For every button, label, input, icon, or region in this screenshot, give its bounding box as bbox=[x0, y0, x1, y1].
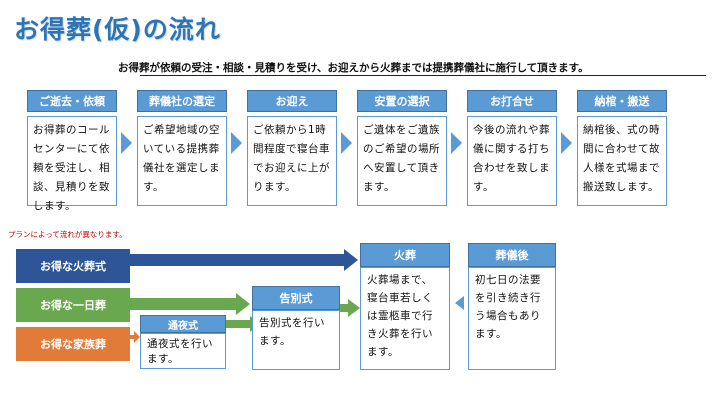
step-6-body: 納棺後、式の時間に合わせて故人様を式場まで搬送致します。 bbox=[577, 116, 667, 206]
after-body: 初七日の法要を引き続き行う場合もあります。 bbox=[468, 267, 556, 370]
step-5-header: お打合せ bbox=[467, 90, 557, 112]
to-cremation-from-farewell bbox=[340, 299, 360, 317]
step-3-body: ご依頼から1時間程度で寝台車でお迎えに上がります。 bbox=[247, 116, 337, 206]
step-4-header: 安置の選択 bbox=[357, 90, 447, 112]
flow-arrow-1 bbox=[121, 132, 132, 154]
plan-family: お得な家族葬 bbox=[16, 327, 130, 361]
cremation-body: 火葬場まで、寝台車若しくは霊柩車で行き火葬を行います。 bbox=[360, 267, 450, 370]
wake-pointer bbox=[134, 331, 140, 343]
step-5-body: 今後の流れや葬儀に関する打ち合わせを致します。 bbox=[467, 116, 557, 206]
farewell-body: 告別式を行います。 bbox=[252, 310, 340, 370]
family-plan-arrow-stub bbox=[130, 335, 134, 339]
plan-note: プランによって流れが異なります。 bbox=[8, 230, 127, 239]
step-1-body: お得葬のコールセンターにて依頼を受注し、相談、見積りを致します。 bbox=[27, 116, 117, 212]
flow-arrow-3 bbox=[341, 132, 352, 154]
after-header: 葬儀後 bbox=[468, 243, 556, 267]
one-day-plan-arrow bbox=[130, 293, 250, 315]
step-2-header: 葬儀社の選定 bbox=[137, 90, 227, 112]
page-subtitle: お得葬が依頼の受注・相談・見積りを受け、お迎えから火葬までは提携葬儀社に施行して… bbox=[118, 62, 589, 74]
step-1-header: ご逝去・依頼 bbox=[27, 90, 117, 112]
step-6-header: 納棺・搬送 bbox=[577, 90, 667, 112]
plan-cremation: お得な火葬式 bbox=[16, 249, 130, 283]
step-3-header: お迎え bbox=[247, 90, 337, 112]
flow-arrow-5 bbox=[561, 132, 572, 154]
page-title: お得葬(仮)の流れ bbox=[14, 15, 221, 44]
subtitle-underline bbox=[140, 75, 706, 76]
cremation-to-after-arrow bbox=[455, 296, 464, 310]
farewell-header: 告別式 bbox=[252, 286, 340, 310]
wake-header: 通夜式 bbox=[140, 315, 226, 333]
flow-arrow-4 bbox=[451, 132, 462, 154]
step-2-body: ご希望地域の空いている提携葬儀社を選定します。 bbox=[137, 116, 227, 206]
cremation-header: 火葬 bbox=[360, 243, 450, 267]
plan-one-day: お得な一日葬 bbox=[16, 288, 130, 322]
cremation-plan-arrow bbox=[130, 249, 358, 271]
step-4-body: ご遺体をご遺族のご希望の場所へ安置して頂きます。 bbox=[357, 116, 447, 206]
flow-arrow-2 bbox=[231, 132, 242, 154]
wake-body: 通夜式を行います。 bbox=[140, 333, 226, 369]
